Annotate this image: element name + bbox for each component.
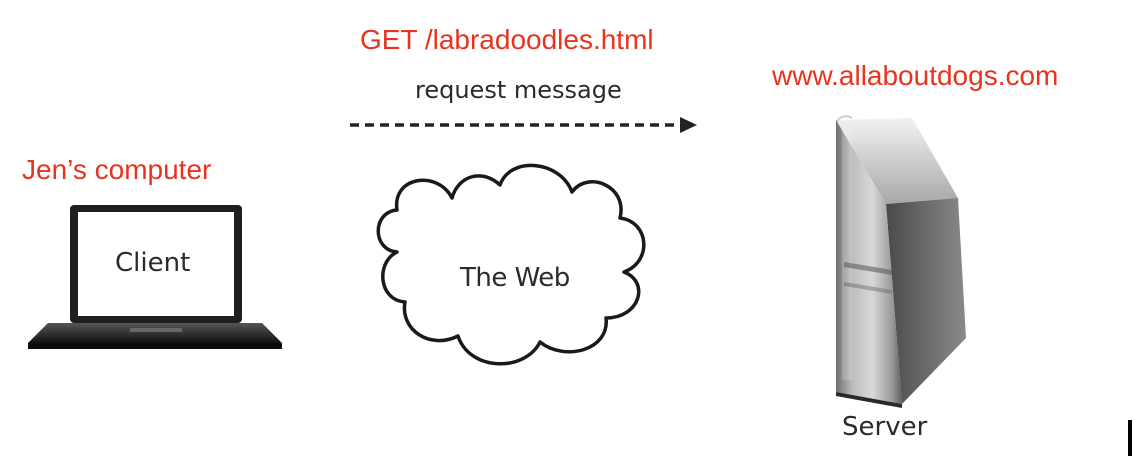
server-tower-icon [836,115,966,408]
edge-marker [1128,420,1132,456]
dashed-arrow-right-icon [350,117,697,133]
client-label: Client [115,248,191,278]
cloud-icon [376,163,646,366]
server-host-label: www.allaboutdogs.com [772,60,1059,91]
request-message-label: request message [415,76,622,104]
request-url-label: GET /labradoodles.html [360,24,654,55]
laptop-icon [28,205,282,349]
server-label: Server [842,412,928,442]
client-owner-label: Jen’s computer [22,154,212,185]
web-label: The Web [460,263,570,293]
